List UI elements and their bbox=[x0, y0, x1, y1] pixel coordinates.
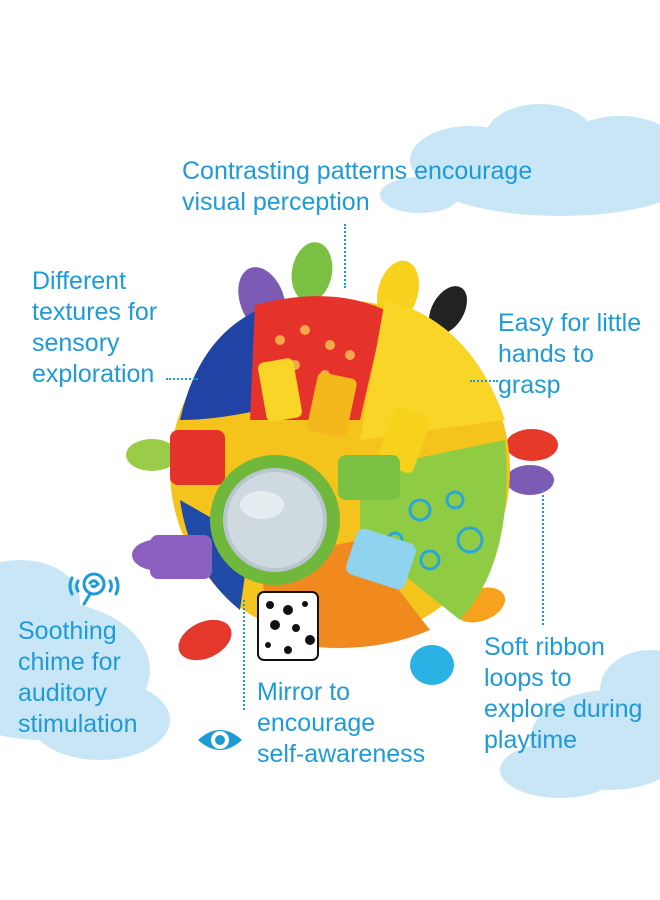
callout-line: playtime bbox=[484, 726, 578, 754]
ribbon-loop bbox=[178, 619, 232, 661]
callout-line: Soft ribbon bbox=[484, 633, 605, 661]
leader-grasp bbox=[470, 380, 498, 382]
mirror bbox=[210, 455, 340, 585]
callout-mirror: Mirror to encourage self-awareness bbox=[257, 677, 425, 770]
cloud-bottom-right bbox=[500, 650, 660, 798]
callout-grasp: Easy for little hands to grasp bbox=[498, 308, 641, 401]
callout-ribbon: Soft ribbon loops to explore during play… bbox=[484, 632, 642, 756]
callout-line: auditory bbox=[18, 679, 107, 707]
callout-patterns: Contrasting patterns encourage visual pe… bbox=[182, 156, 532, 218]
callout-line: textures for bbox=[32, 298, 158, 326]
ribbon-loop bbox=[506, 429, 558, 461]
callout-line: stimulation bbox=[18, 710, 138, 738]
callout-line: Mirror to bbox=[257, 678, 351, 706]
ribbon-loop bbox=[506, 465, 554, 495]
callout-line: Easy for little bbox=[498, 309, 642, 337]
ribbon-loop bbox=[291, 242, 333, 302]
callout-textures: Different textures for sensory explorati… bbox=[32, 266, 157, 390]
callout-line: hands to bbox=[498, 340, 594, 368]
callout-line: Soothing bbox=[18, 617, 117, 645]
eye-icon bbox=[198, 730, 242, 750]
callout-chime: Soothing chime for auditory stimulation bbox=[18, 616, 138, 740]
chime-icon bbox=[68, 572, 120, 606]
cloud-left bbox=[0, 560, 170, 760]
callout-line: Contrasting patterns encourage bbox=[182, 157, 533, 185]
callout-line: loops to bbox=[484, 664, 572, 692]
callout-line: encourage bbox=[257, 709, 376, 737]
callout-line: chime for bbox=[18, 648, 121, 676]
callout-line: exploration bbox=[32, 360, 155, 388]
cloud-top-right bbox=[380, 104, 660, 216]
callout-line: Different bbox=[32, 267, 127, 295]
front-ribbons bbox=[150, 358, 431, 590]
callout-line: self-awareness bbox=[257, 740, 426, 768]
callout-line: visual perception bbox=[182, 188, 370, 216]
ribbon-loop bbox=[410, 645, 454, 685]
leader-mirror bbox=[243, 600, 245, 710]
leader-textures bbox=[166, 378, 198, 380]
ribbon-loop bbox=[126, 439, 178, 471]
callout-line: sensory bbox=[32, 329, 120, 357]
leader-ribbon bbox=[542, 490, 544, 625]
callout-line: explore during bbox=[484, 695, 643, 723]
callout-line: grasp bbox=[498, 371, 561, 399]
leader-patterns bbox=[344, 224, 346, 288]
ribbon-loop bbox=[429, 286, 467, 334]
